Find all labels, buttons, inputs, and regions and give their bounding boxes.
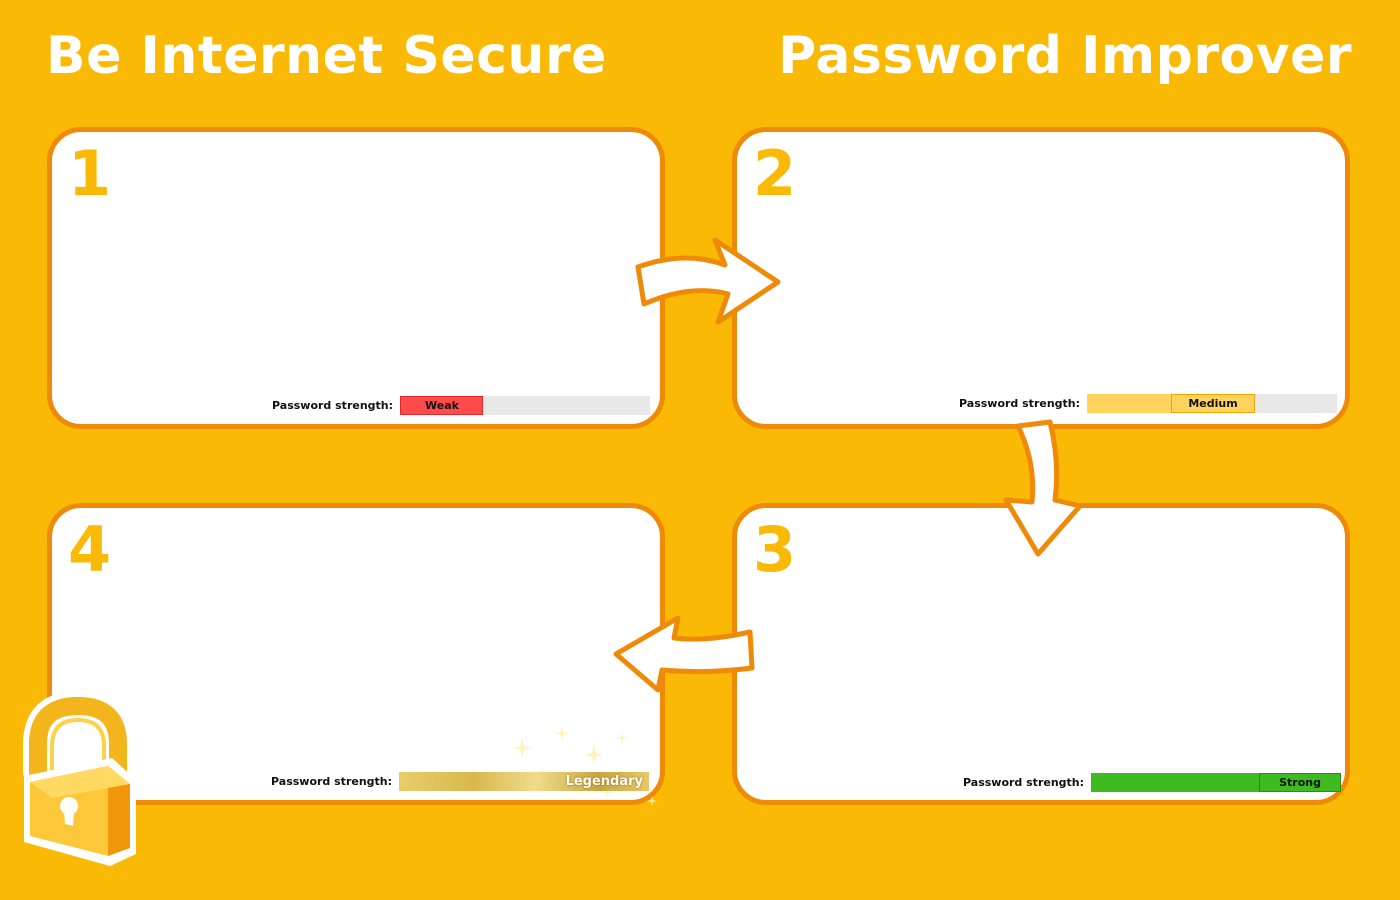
step-number: 4 [68, 513, 112, 586]
strength-label: Password strength: [272, 398, 394, 412]
strength-label: Password strength: [963, 775, 1085, 789]
password-strength-meter: Password strength: Strong [963, 772, 1342, 792]
step-panel-1: 1 Password strength: Weak [47, 127, 665, 429]
strength-level-badge: Medium [1171, 393, 1256, 413]
arrow-left-icon [613, 615, 755, 693]
strength-track: Strong [1091, 772, 1342, 792]
page-title: Be Internet Secure [46, 26, 607, 86]
strength-label: Password strength: [271, 774, 393, 788]
password-strength-meter: Password strength: Medium [959, 393, 1338, 413]
step-number: 2 [753, 137, 797, 210]
padlock-icon [23, 694, 136, 866]
strength-track: Legendary [399, 771, 650, 791]
step-number: 1 [68, 137, 112, 210]
strength-level-badge: Weak [425, 398, 459, 412]
page-subtitle: Password Improver [778, 26, 1352, 86]
step-number: 3 [753, 513, 797, 586]
sparkles-icon [499, 726, 657, 806]
arrow-down-icon [1003, 419, 1083, 557]
password-strength-meter: Password strength: Weak [272, 395, 651, 415]
strength-level-badge: Strong [1259, 772, 1342, 792]
step-panel-2: 2 Password strength: Medium [732, 127, 1350, 429]
strength-fill [399, 771, 650, 791]
arrow-right-icon [635, 237, 781, 325]
strength-fill [400, 395, 484, 415]
strength-label: Password strength: [959, 396, 1081, 410]
strength-track: Weak [400, 395, 651, 415]
step-panel-4: 4 Password strength: Legendary [47, 503, 665, 806]
password-strength-meter: Password strength: Legendary [271, 771, 650, 791]
strength-level-badge: Legendary [565, 773, 644, 789]
strength-track: Medium [1087, 393, 1338, 413]
